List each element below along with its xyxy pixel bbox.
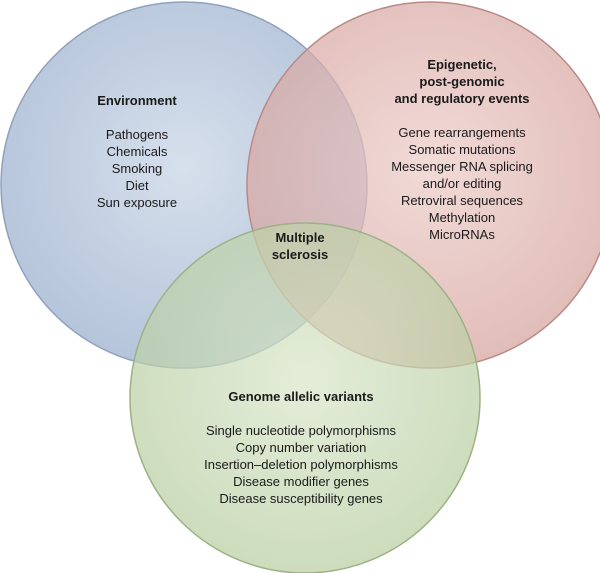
environment-item: Chemicals [106,144,168,159]
epigenetic-title-line: and regulatory events [394,91,530,106]
genome-item: Insertion–deletion polymorphisms [204,457,398,472]
environment-item: Smoking [111,161,163,176]
genome-item: Disease susceptibility genes [219,491,383,506]
epigenetic-item: Retroviral sequences [400,193,524,208]
genome-circle [129,222,481,573]
epigenetic-item: Messenger RNA splicing [391,159,533,174]
epigenetic-item: Somatic mutations [408,142,516,157]
genome-item: Copy number variation [235,440,367,455]
genome-item: Single nucleotide polymorphisms [205,423,397,438]
center-label-block: Multiple sclerosis [250,229,350,263]
epigenetic-item: Methylation [428,210,496,225]
epigenetic-title-line: Epigenetic, [427,57,497,72]
epigenetic-title-line: post-genomic [419,74,505,89]
epigenetic-item: Gene rearrangements [398,125,526,140]
environment-label-block: Environment Pathogens Chemicals Smoking … [62,92,212,211]
epigenetic-item: MicroRNAs [429,227,495,242]
genome-item: Disease modifier genes [233,474,369,489]
center-label-line: Multiple [275,230,325,245]
epigenetic-items: Gene rearrangements Somatic mutations Me… [362,124,562,243]
genome-title: Genome allelic variants [228,389,374,404]
center-label-line: sclerosis [271,247,329,262]
epigenetic-label-block: Epigenetic, post-genomic and regulatory … [362,56,562,243]
environment-title: Environment [97,93,177,108]
environment-item: Sun exposure [96,195,178,210]
genome-label-block: Genome allelic variants Single nucleotid… [176,388,426,507]
environment-item: Diet [125,178,149,193]
epigenetic-item: and/or editing [422,176,502,191]
epigenetic-title: Epigenetic, post-genomic and regulatory … [362,56,562,107]
environment-item: Pathogens [105,127,169,142]
